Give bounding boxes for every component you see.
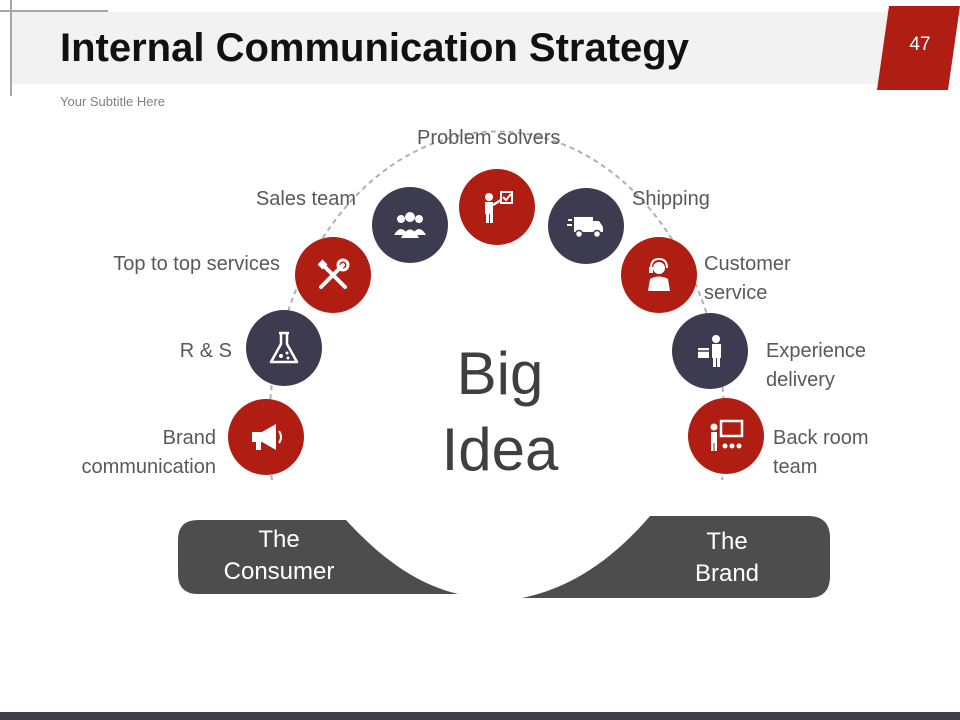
flask-icon: [264, 328, 304, 368]
truck-icon: [566, 206, 606, 246]
slide-title: Internal Communication Strategy: [60, 26, 689, 70]
title-bar: [12, 12, 892, 84]
base-label-brand: The Brand: [694, 528, 760, 587]
page-number: 47: [909, 34, 931, 55]
presenter-checklist-icon: [477, 187, 517, 227]
base-consumer: [178, 520, 458, 594]
node-label-brand-communication: Brand communication: [81, 427, 216, 478]
node-r-and-s: [246, 310, 322, 386]
node-label-sales-team: Sales team: [255, 188, 356, 210]
page-number-badge: [877, 6, 960, 90]
node-customer-service: [621, 237, 697, 313]
headset-agent-icon: [639, 255, 679, 295]
node-label-back-room-team: Back room team: [773, 427, 869, 478]
bottom-bar: [0, 712, 960, 720]
node-label-problem-solvers: Problem solvers: [417, 127, 561, 149]
node-problem-solvers: [459, 169, 535, 245]
center-big-idea: Big Idea: [441, 340, 559, 483]
delivery-person-icon: [690, 331, 730, 371]
node-label-shipping: Shipping: [632, 188, 710, 210]
node-label-top-to-top-services: Top to top services: [113, 253, 280, 275]
base-label-consumer: The Consumer: [223, 526, 335, 585]
node-label-experience-delivery: Experience delivery: [766, 340, 867, 391]
megaphone-icon: [246, 417, 286, 457]
tools-icon: [313, 255, 353, 295]
node-label-r-and-s: R & S: [179, 340, 232, 362]
corner-line-horizontal: [0, 10, 108, 12]
corner-line-vertical: [10, 0, 12, 96]
slide-subtitle: Your Subtitle Here: [60, 94, 166, 109]
team-icon: [390, 205, 430, 245]
training-board-icon: [706, 416, 746, 456]
node-sales-team: [372, 187, 448, 263]
base-brand: [522, 516, 830, 598]
node-label-customer-service: Customer service: [704, 253, 791, 304]
node-experience-delivery: [672, 313, 748, 389]
